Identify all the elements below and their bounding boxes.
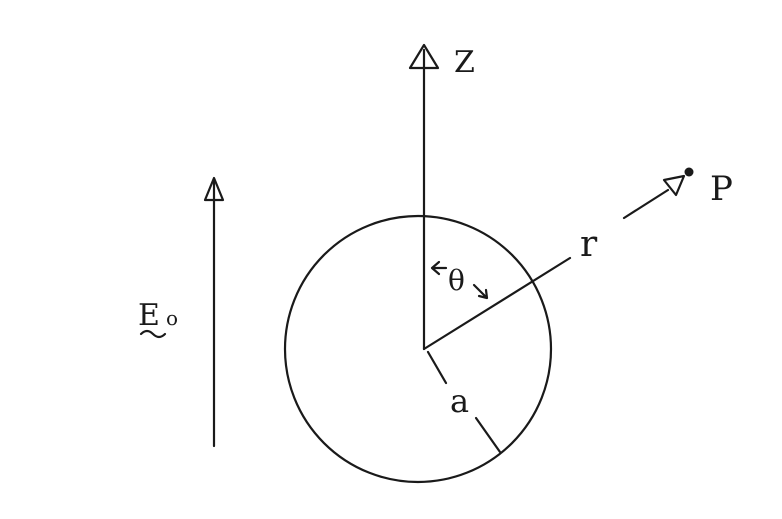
angle-right-arrow — [472, 283, 489, 300]
point-p-label: P — [710, 169, 733, 209]
sphere-radius-lower — [474, 416, 502, 454]
radius-vector-inner — [422, 256, 572, 351]
radius-vector-outer — [622, 188, 670, 220]
sphere-radius-upper — [426, 350, 448, 385]
field-arrowhead — [203, 176, 225, 202]
sphere-radius-label: a — [450, 382, 469, 420]
radius-vector-arrowhead — [662, 174, 686, 197]
sphere-outline — [283, 214, 553, 484]
angle-theta-label: θ — [448, 264, 465, 297]
z-axis-arrowhead — [408, 43, 440, 70]
radius-vector-label: r — [580, 224, 598, 265]
point-p-dot — [684, 167, 694, 177]
z-axis-label: Z — [454, 45, 475, 80]
field-subscript: o — [166, 306, 178, 330]
field-vector-tilde — [139, 329, 167, 339]
field-label: E — [138, 298, 160, 333]
angle-left-arrow — [430, 260, 448, 276]
